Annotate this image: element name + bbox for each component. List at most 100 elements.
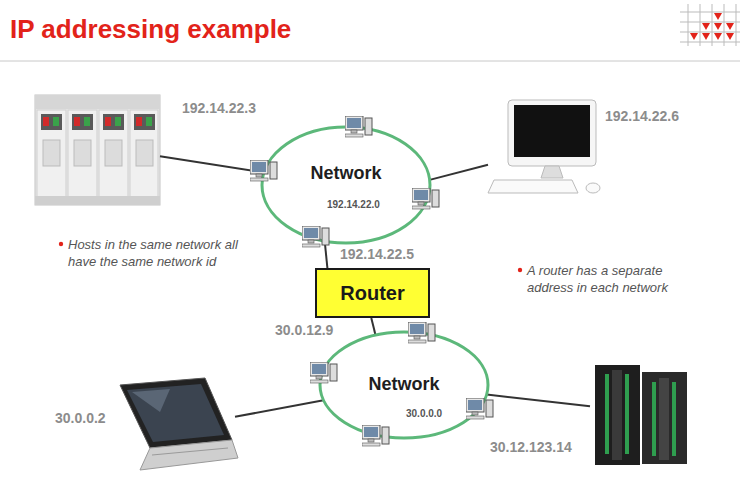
switchgear-illustration-part <box>105 117 111 126</box>
logo-marks <box>690 13 734 40</box>
logo-grid-part <box>680 32 740 33</box>
switchgear-illustration-part <box>72 114 93 130</box>
logo-grid-part <box>712 4 713 46</box>
monitor-illustration-part <box>586 183 600 193</box>
logo-grid-part <box>700 4 701 46</box>
workstation-icon <box>310 362 337 383</box>
workstation-icon <box>412 188 439 209</box>
server-illustration-part <box>612 370 622 460</box>
desktop-device: 192.14.22.6 <box>488 95 603 200</box>
switchgear-illustration-part <box>35 95 160 109</box>
switchgear-illustration-part <box>99 110 128 203</box>
switchgear-illustration-part <box>41 114 62 130</box>
logo-grid-part <box>724 4 725 46</box>
note-text: Hosts in the same network all have the s… <box>68 236 268 270</box>
laptop-illustration-part <box>152 448 228 455</box>
logo-marks-part <box>702 23 710 30</box>
switchgear-illustration-part <box>136 140 153 166</box>
server-illustration-part <box>652 382 656 456</box>
router-box: Router <box>315 268 430 318</box>
network-link <box>430 165 488 180</box>
workstation-icon <box>302 226 329 247</box>
ip-address: 30.0.0.2 <box>55 410 106 426</box>
network-label: Network <box>260 163 432 184</box>
ip-address: 30.12.123.14 <box>490 439 572 455</box>
laptop-illustration-part <box>120 378 232 448</box>
logo-marks-part <box>726 33 734 40</box>
server-illustration-part <box>672 382 676 456</box>
switchgear-illustration-part <box>105 140 122 166</box>
network-label: Network <box>318 374 490 395</box>
note-bullets <box>59 242 522 272</box>
network-link <box>160 156 264 172</box>
logo-marks-part <box>714 33 722 40</box>
server-illustration-part <box>605 374 609 454</box>
switchgear-illustration-part <box>74 140 91 166</box>
switchgear-illustration-part <box>43 117 49 126</box>
note-bullets-part <box>59 242 63 246</box>
workstation-icon <box>466 398 493 419</box>
logo-grid-part <box>680 22 740 23</box>
server-device: 30.12.123.14 <box>590 362 690 467</box>
network-link <box>371 318 375 335</box>
logo-grid-part <box>680 42 740 43</box>
server-illustration-part <box>595 365 640 465</box>
switchgear-illustration-part <box>84 117 90 126</box>
logo-grid-part <box>688 4 689 46</box>
logo-marks-part <box>702 33 710 40</box>
logo-grid-part <box>736 4 737 46</box>
logo-marks-part <box>690 33 698 40</box>
monitor-illustration-part <box>508 100 596 166</box>
switchgear-illustration-part <box>37 110 66 203</box>
workstation-icon <box>250 160 277 181</box>
router-interface-address: 192.14.22.5 <box>340 246 414 262</box>
workstation-icon <box>408 322 435 343</box>
switchgear-illustration-part <box>146 117 152 126</box>
logo-marks-part <box>714 23 722 30</box>
network-ellipse <box>262 127 430 243</box>
switchgear-illustration-part <box>134 114 155 130</box>
network-id: 30.0.0.0 <box>406 408 442 419</box>
workstation-icon <box>362 425 389 446</box>
laptop-illustration-part <box>132 389 170 412</box>
network-link <box>235 400 324 417</box>
laptop-illustration <box>120 378 238 470</box>
logo-marks-part <box>714 13 722 20</box>
switchgear-device: 192.14.22.3 <box>35 92 160 207</box>
switchgear-illustration-part <box>103 114 124 130</box>
slide-title: IP addressing example <box>10 14 291 45</box>
note-text: A router has a separate address in each … <box>527 262 712 296</box>
laptop-illustration-part <box>140 440 238 470</box>
switchgear-illustration-part <box>136 117 142 126</box>
laptop-illustration-part <box>127 384 224 442</box>
network-ring: Network 30.0.0.0 <box>318 330 490 440</box>
logo-grid-part <box>680 12 740 13</box>
switchgear-illustration-part <box>35 95 160 205</box>
switchgear-illustration-part <box>115 117 121 126</box>
network-outline <box>260 125 432 245</box>
router-interface-address: 30.0.12.9 <box>275 322 333 338</box>
switchgear-illustration <box>35 95 160 205</box>
logo-marks-part <box>726 23 734 30</box>
server-illustration-part <box>625 374 629 454</box>
ip-address: 192.14.22.3 <box>182 100 256 116</box>
network-id: 192.14.22.0 <box>327 199 380 210</box>
switchgear-illustration-part <box>43 140 60 166</box>
header-rule <box>0 61 740 62</box>
logo-grid <box>680 4 740 46</box>
monitor-illustration <box>488 100 600 193</box>
monitor-illustration-part <box>541 166 563 178</box>
network-link <box>325 241 328 268</box>
server-illustration <box>595 365 687 465</box>
workstation-icon <box>345 116 372 137</box>
switchgear-illustration-part <box>68 110 97 203</box>
monitor-illustration-part <box>488 180 578 193</box>
network-link <box>487 395 590 407</box>
ip-address: 192.14.22.6 <box>605 108 679 124</box>
